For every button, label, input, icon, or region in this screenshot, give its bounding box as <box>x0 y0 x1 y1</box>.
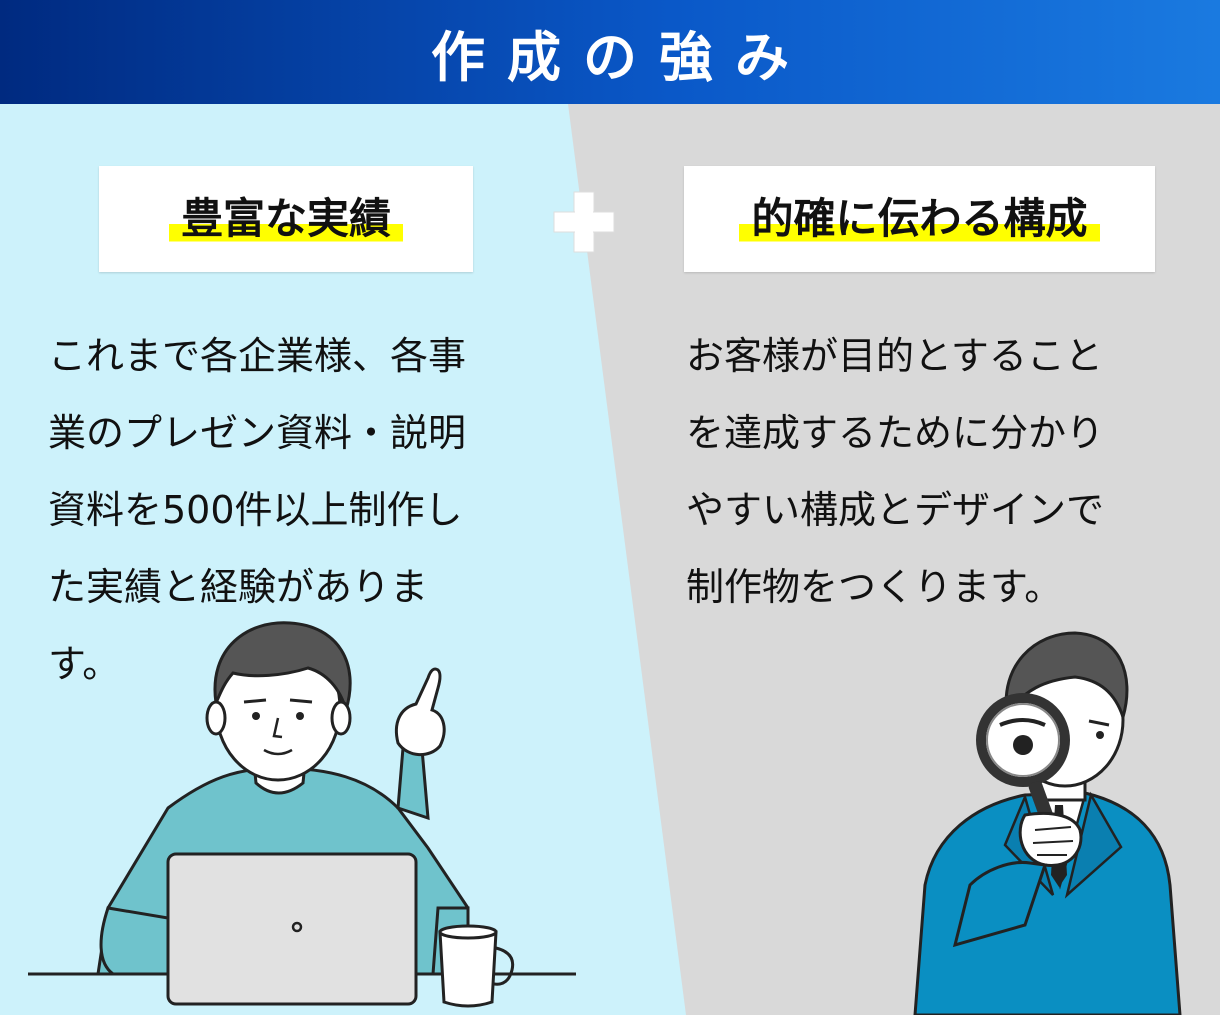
description-line: を達成するために分かり <box>686 411 1105 455</box>
description-right: お客様が目的とすること を達成するために分かり やすい構成とデザインで 制作物を… <box>686 318 1166 626</box>
description-left: これまで各企業様、各事 業のプレゼン資料・説明 資料を500件以上制作し た実績… <box>48 318 528 703</box>
description-line: 業のプレゼン資料・説明 <box>48 411 467 455</box>
plus-icon <box>553 191 615 253</box>
description-line: お客様が目的とすること <box>686 334 1103 378</box>
page-title: 作成の強み <box>431 25 811 89</box>
strength-card-left: 豊富な実績 <box>99 166 473 272</box>
description-line: す。 <box>48 642 121 686</box>
header-banner: 作成の強み <box>0 0 1220 104</box>
card-title-right: 的確に伝わる構成 <box>739 193 1100 245</box>
strength-card-right: 的確に伝わる構成 <box>684 166 1155 272</box>
description-line: た実績と経験がありま <box>48 565 429 609</box>
description-line: 資料を500件以上制作し <box>48 488 463 532</box>
description-line: やすい構成とデザインで <box>686 488 1105 532</box>
man-magnifier-illustration <box>913 631 1182 1015</box>
card-title-left: 豊富な実績 <box>168 193 403 245</box>
man-laptop-illustration <box>28 621 576 1008</box>
description-line: 制作物をつくります。 <box>686 565 1063 609</box>
description-line: これまで各企業様、各事 <box>48 334 467 378</box>
